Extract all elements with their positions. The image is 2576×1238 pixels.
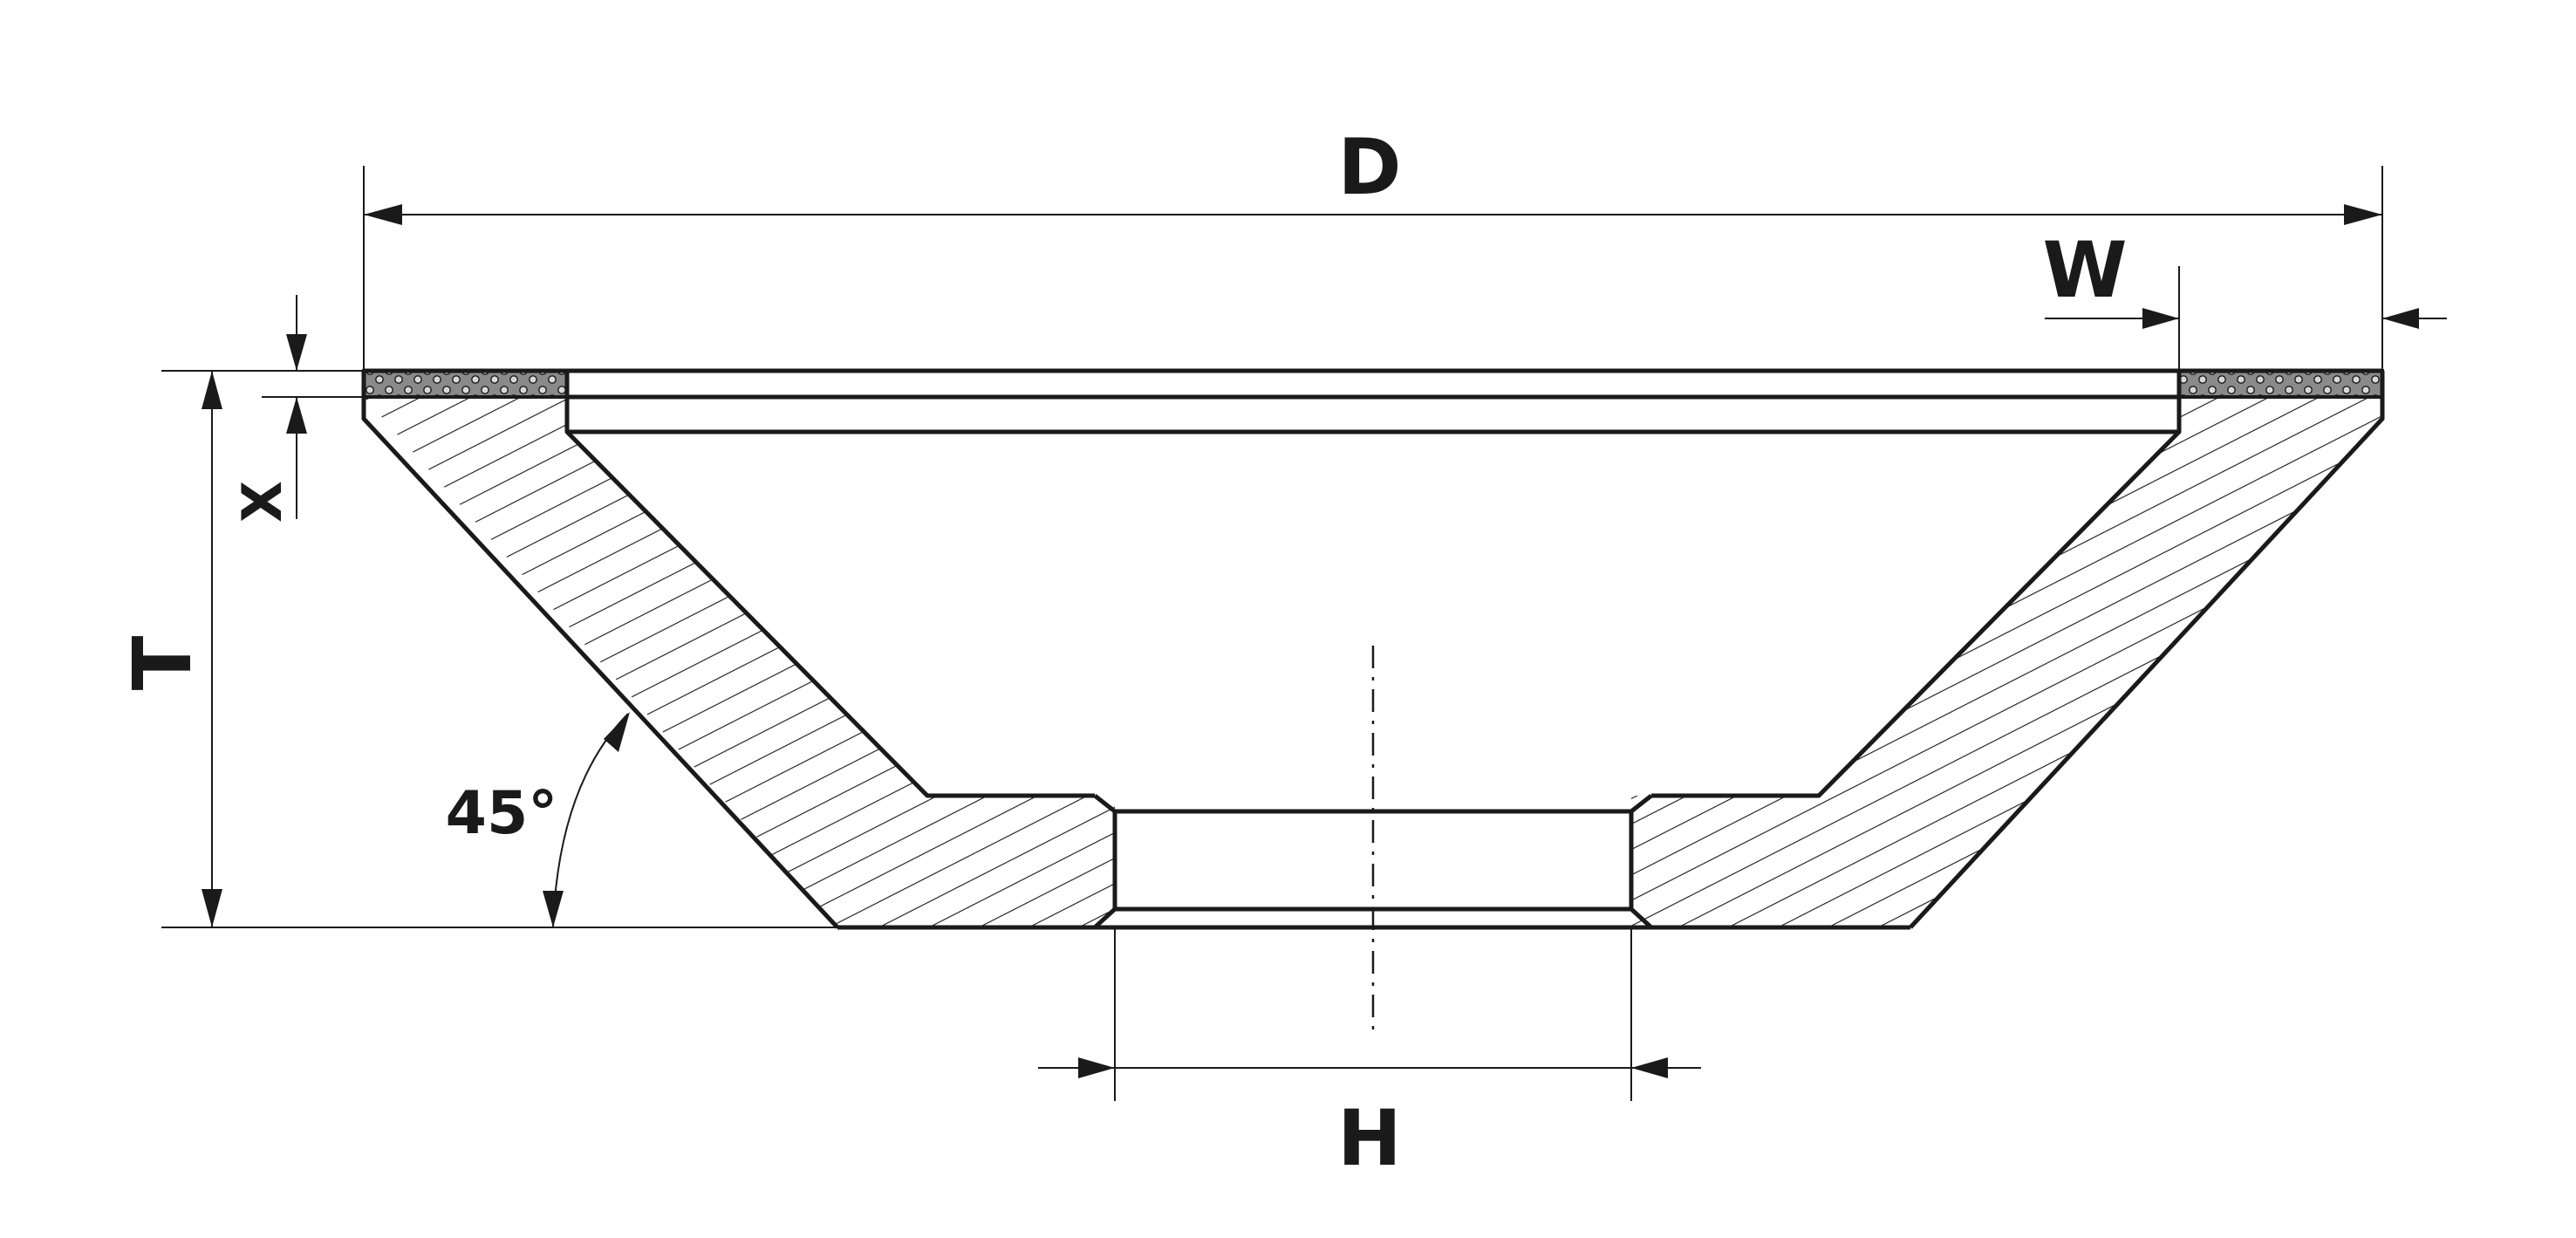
label-h: H [1337,1093,1402,1183]
left-wall-section [364,397,1115,927]
label-x: X [230,481,294,523]
dimension-h [1038,927,1701,1101]
label-t: T [116,635,209,690]
abrasive-layer-left [362,369,569,399]
label-w: W [2042,225,2127,315]
dimension-w [2045,266,2447,371]
angle-indicator [543,712,630,928]
right-wall-section [1631,397,2382,927]
label-d: D [1337,122,1401,212]
label-angle: 45° [446,779,558,848]
dimension-t [161,371,837,928]
abrasive-layer-right [2177,369,2384,399]
dimension-d [363,166,2383,371]
dimension-x [161,295,364,519]
